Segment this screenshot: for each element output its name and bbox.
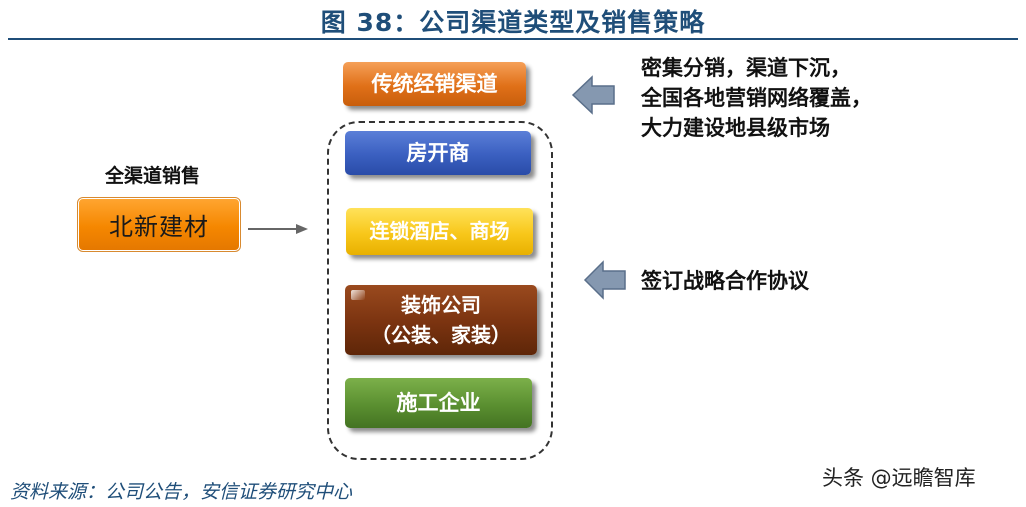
channel-developer-label: 房开商	[406, 139, 470, 165]
channel-decoration-line1: 装饰公司	[401, 293, 481, 317]
all-channel-label: 全渠道销售	[105, 165, 201, 187]
right-arrow-icon	[248, 224, 308, 234]
strategic-group-frame	[327, 121, 553, 460]
brand-box: 北新建材	[77, 197, 241, 252]
channel-decoration: 装饰公司 （公装、家装）	[345, 285, 537, 355]
channel-traditional-label: 传统经销渠道	[371, 70, 498, 96]
left-arrow-icon-top	[571, 75, 615, 115]
strategic-agreement-note: 签订战略合作协议	[641, 268, 809, 293]
title-rule	[8, 38, 1018, 40]
note-line-1: 密集分销，渠道下沉，	[641, 55, 851, 80]
channel-developer: 房开商	[345, 131, 531, 175]
gloss-highlight	[351, 290, 365, 300]
channel-construction-label: 施工企业	[396, 389, 481, 415]
traditional-strategy-note: 密集分销，渠道下沉， 全国各地营销网络覆盖， 大力建设地县级市场	[641, 53, 872, 143]
note-line-2: 全国各地营销网络覆盖，	[641, 85, 872, 110]
channel-construction: 施工企业	[345, 378, 532, 428]
channel-decoration-line2: （公装、家装）	[371, 323, 511, 347]
left-arrow-icon-bottom	[583, 260, 626, 300]
channel-hotel-mall: 连锁酒店、商场	[346, 208, 533, 255]
watermark: 头条 @远瞻智库	[822, 466, 976, 490]
channel-hotel-mall-label: 连锁酒店、商场	[369, 219, 510, 243]
note-line-3: 大力建设地县级市场	[641, 115, 830, 140]
page-title: 图 38：公司渠道类型及销售策略	[320, 8, 706, 37]
channel-traditional: 传统经销渠道	[343, 62, 526, 106]
channel-decoration-label: 装饰公司 （公装、家装）	[371, 290, 511, 350]
brand-label: 北新建材	[109, 213, 209, 241]
source-note: 资料来源：公司公告，安信证券研究中心	[10, 481, 353, 503]
